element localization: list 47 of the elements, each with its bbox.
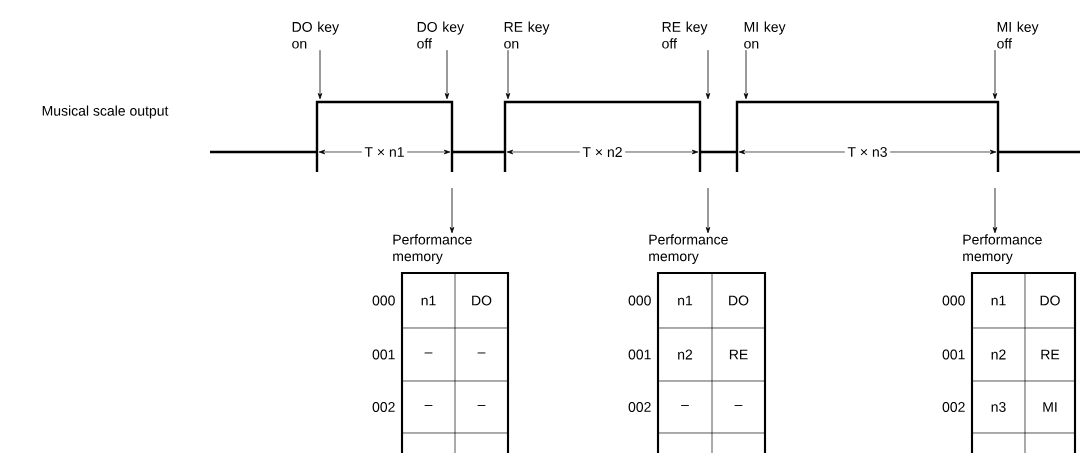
address-label: 001 [942, 349, 965, 360]
address-label: 002 [942, 402, 965, 412]
dimension-label: T × n2 [579, 144, 626, 160]
table-cell-text: RE [729, 349, 748, 360]
arrow [444, 49, 450, 100]
arrow [317, 49, 323, 100]
table-cell-text: n3 [991, 402, 1006, 412]
key-event-label: DO key on [292, 21, 339, 49]
key-event-label: RE key off [662, 21, 708, 49]
dimension-label: T × n3 [844, 144, 891, 160]
arrow [505, 49, 511, 100]
address-label: 000 [372, 295, 395, 306]
arrow [705, 187, 711, 234]
address-label: 000 [942, 295, 965, 306]
arrow [705, 49, 711, 100]
table-cell-text: – [424, 405, 433, 406]
table-cell-text: n1 [991, 295, 1006, 306]
table-cell-text: n1 [421, 295, 436, 306]
waveform-drawing [208, 100, 1082, 174]
key-event-label: MI key on [744, 21, 786, 49]
address-label: 000 [628, 295, 651, 306]
address-label: 002 [628, 402, 651, 412]
table-cell-text: – [734, 405, 743, 406]
key-event-label: MI key off [997, 21, 1039, 49]
arrow [743, 49, 749, 100]
table-cell-text: n2 [678, 349, 693, 360]
address-label: 002 [372, 402, 395, 412]
table-cell-text: – [681, 405, 689, 406]
table-cell-text: DO [472, 295, 492, 306]
table-cell-text: – [424, 352, 433, 354]
key-event-label: RE key on [504, 21, 550, 49]
address-label: 001 [372, 349, 395, 360]
dimension-label: T × n1 [361, 144, 408, 160]
table-cell-text: DO [1040, 295, 1060, 306]
table-cell-text: – [477, 352, 486, 354]
table-cell-text: n2 [991, 349, 1006, 360]
table-cell-text: RE [1041, 349, 1060, 360]
arrow [992, 187, 998, 234]
arrow [449, 187, 455, 234]
table-cell-text: DO [729, 295, 749, 306]
table-cell-text: – [477, 405, 486, 406]
arrow [992, 49, 998, 100]
table-cell-text: n1 [678, 295, 693, 306]
address-label: 001 [628, 349, 651, 360]
table-cell-text: MI [1043, 402, 1057, 412]
signal-label: Musical scale output [42, 105, 169, 119]
key-event-label: DO key off [417, 21, 464, 49]
